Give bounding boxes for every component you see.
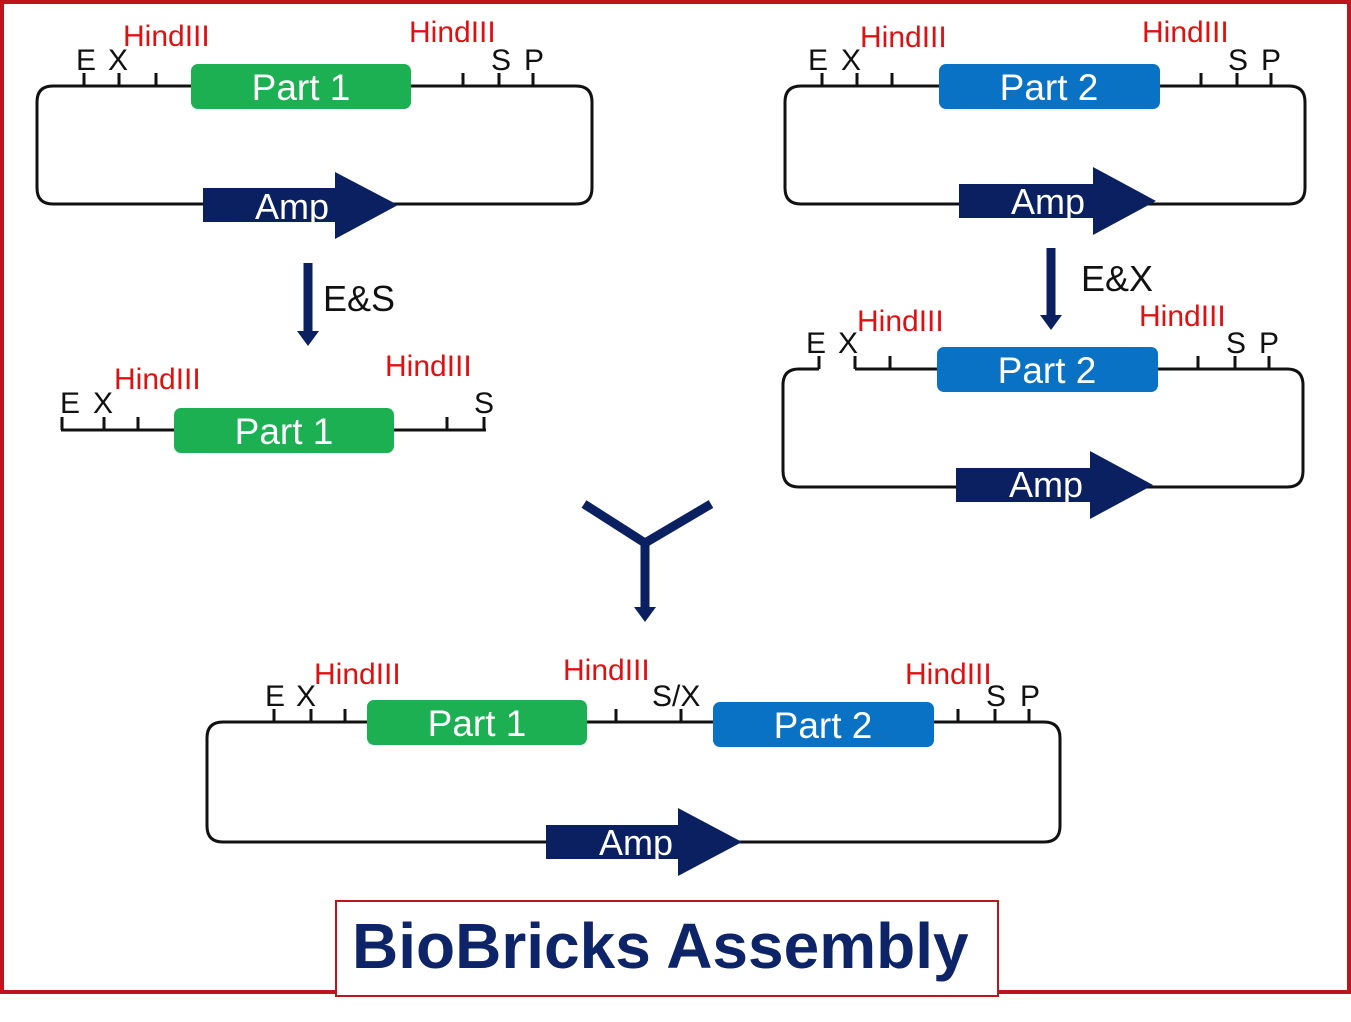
hindiii-label: HindIII	[314, 658, 401, 691]
amp-label: Amp	[1009, 464, 1083, 505]
hindiii-label: HindIII	[409, 16, 496, 49]
site-label-s: S	[986, 680, 1006, 713]
amp-arrow	[959, 167, 1156, 235]
hindiii-label: HindIII	[123, 20, 210, 53]
part1-label: Part 1	[235, 411, 334, 452]
hindiii-label: HindIII	[1139, 300, 1226, 333]
digest-step-ex: E&X	[1040, 248, 1153, 330]
title-box-frame	[335, 900, 999, 997]
down-arrow-head	[1040, 315, 1062, 330]
ligation-arrow	[581, 500, 714, 622]
hindiii-label: HindIII	[1142, 16, 1229, 49]
plasmid-composite: E X S/X S P HindIII HindIII HindIII Part…	[205, 654, 1062, 876]
part2-label: Part 2	[1000, 67, 1099, 108]
part2-box	[713, 702, 934, 747]
site-label-e: E	[76, 44, 96, 77]
amp-label: Amp	[255, 186, 329, 227]
site-label-x: X	[93, 387, 113, 420]
site-label-p: P	[1261, 44, 1281, 77]
hindiii-label: HindIII	[563, 654, 650, 687]
site-label-e: E	[808, 44, 828, 77]
ligation-arrow-left-branch	[581, 500, 648, 547]
site-label-s: S	[491, 44, 511, 77]
amp-arrow	[203, 172, 398, 239]
site-label-s: S	[1228, 44, 1248, 77]
step-label-ex: E&X	[1081, 258, 1153, 299]
fragment-part1: E X S HindIII HindIII Part 1	[60, 350, 494, 453]
part2-box	[937, 347, 1158, 392]
hindiii-label: HindIII	[857, 305, 944, 338]
plasmid-part2-opened: E X S P HindIII HindIII Part 2 Amp	[781, 300, 1305, 519]
site-label-x: X	[108, 44, 128, 77]
hindiii-label: HindIII	[385, 350, 472, 383]
title-box: BioBricks Assembly	[335, 900, 999, 997]
plasmid-part1: E X S P HindIII HindIII Part 1 Amp	[35, 16, 594, 239]
site-label-e: E	[60, 387, 80, 420]
site-label-e: E	[806, 327, 826, 360]
page-title: BioBricks Assembly	[352, 910, 969, 982]
part1-box	[367, 700, 587, 745]
plasmid-part2: E X S P HindIII HindIII Part 2 Amp	[783, 16, 1307, 235]
part1-box	[174, 408, 394, 453]
site-label-p: P	[1020, 680, 1040, 713]
part1-label: Part 1	[252, 67, 351, 108]
site-label-x: X	[841, 44, 861, 77]
part1-label: Part 1	[428, 703, 527, 744]
ligation-arrow-head	[634, 607, 656, 622]
step-label-es: E&S	[323, 278, 395, 319]
amp-label: Amp	[599, 822, 673, 863]
part1-box	[191, 64, 411, 109]
amp-arrow	[546, 808, 742, 876]
digest-step-es: E&S	[297, 263, 395, 346]
ligation-arrow-right-branch	[642, 500, 714, 547]
hindiii-label: HindIII	[905, 658, 992, 691]
amp-arrow	[956, 451, 1153, 519]
site-label-e: E	[265, 680, 285, 713]
site-label-sx-scar: S/X	[652, 680, 700, 713]
amp-label: Amp	[1011, 181, 1085, 222]
site-label-p: P	[524, 44, 544, 77]
hindiii-label: HindIII	[860, 21, 947, 54]
site-label-x: X	[838, 327, 858, 360]
site-label-p: P	[1259, 327, 1279, 360]
part2-label: Part 2	[774, 705, 873, 746]
hindiii-label: HindIII	[114, 363, 201, 396]
site-label-s: S	[1226, 327, 1246, 360]
site-label-x: X	[296, 680, 316, 713]
part2-box	[939, 64, 1160, 109]
site-label-s: S	[474, 387, 494, 420]
part2-label: Part 2	[998, 350, 1097, 391]
down-arrow-head	[297, 331, 319, 346]
